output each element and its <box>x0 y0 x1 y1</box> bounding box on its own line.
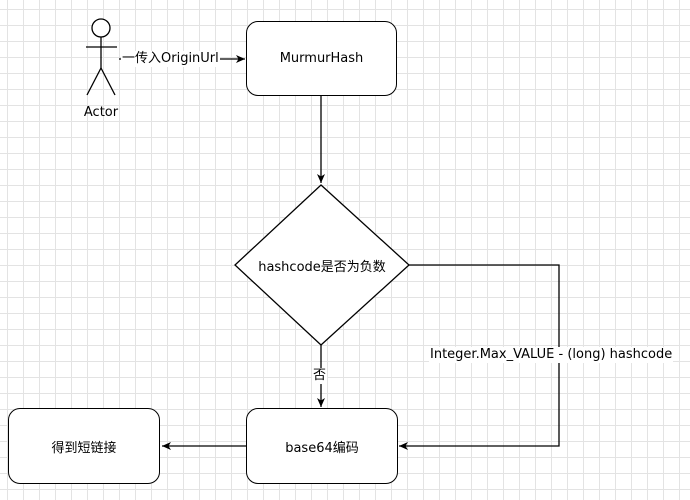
murmurhash-node[interactable]: MurmurHash <box>246 21 397 96</box>
decision-label: hashcode是否为负数 <box>258 259 386 275</box>
actor-figure[interactable] <box>86 18 117 96</box>
edge-label-transform: Integer.Max_VALUE - (long) hashcode <box>429 347 674 363</box>
result-label: 得到短链接 <box>51 440 117 456</box>
actor-label: Actor <box>83 104 119 120</box>
result-node[interactable]: 得到短链接 <box>8 408 160 484</box>
murmurhash-label: MurmurHash <box>279 51 364 66</box>
base64-label: base64编码 <box>285 440 359 456</box>
edge-label-originurl: 一传入OriginUrl <box>121 51 220 67</box>
base64-node[interactable]: base64编码 <box>246 408 398 484</box>
edge-label-no: 否 <box>312 368 328 384</box>
